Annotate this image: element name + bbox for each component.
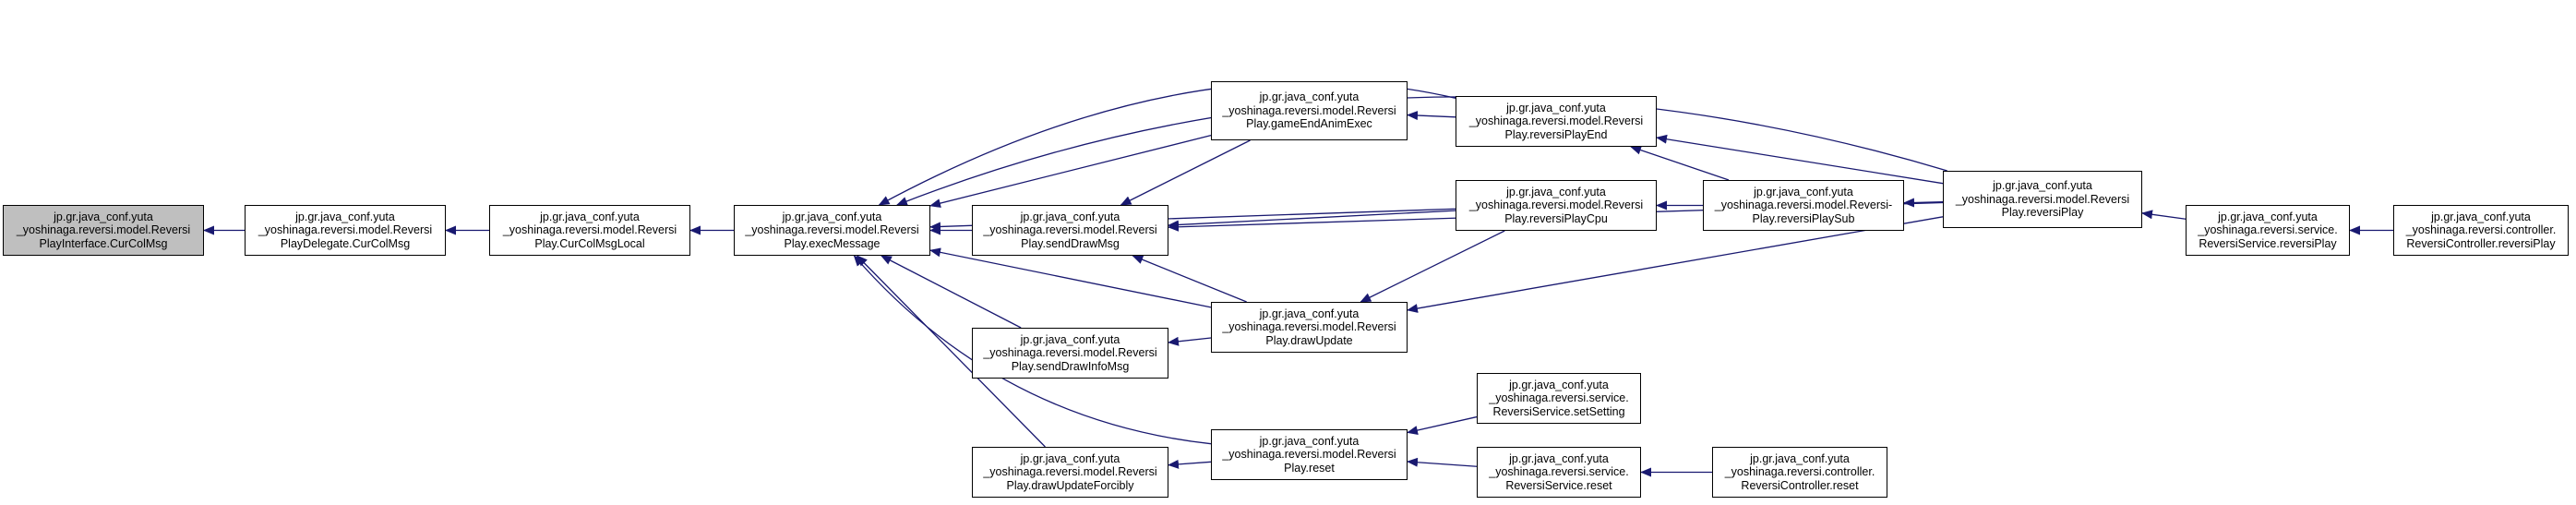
node-label: jp.gr.java_conf.yuta _yoshinaga.reversi.… <box>983 210 1157 250</box>
node-label: jp.gr.java_conf.yuta _yoshinaga.reversi.… <box>502 210 677 250</box>
node-reversi-play-cur-col-msg-local[interactable]: jp.gr.java_conf.yuta _yoshinaga.reversi.… <box>489 205 690 256</box>
call-edge-reset-to-forcibly <box>1168 459 1212 469</box>
call-edge-svcreset-to-reset <box>1407 457 1478 467</box>
node-label: jp.gr.java_conf.yuta _yoshinaga.reversi.… <box>2198 210 2338 250</box>
node-label: jp.gr.java_conf.yuta _yoshinaga.reversi.… <box>983 451 1157 492</box>
node-reversi-play-reset[interactable]: jp.gr.java_conf.yuta _yoshinaga.reversi.… <box>1211 429 1408 480</box>
node-label: jp.gr.java_conf.yuta _yoshinaga.reversi.… <box>745 210 919 250</box>
node-reversi-service-reversi-play[interactable]: jp.gr.java_conf.yuta _yoshinaga.reversi.… <box>2186 205 2350 256</box>
call-edge-svcplay-to-play <box>2141 210 2187 220</box>
node-reversi-play-send-draw-msg[interactable]: jp.gr.java_conf.yuta _yoshinaga.reversi.… <box>972 205 1168 256</box>
node-label: jp.gr.java_conf.yuta _yoshinaga.reversi.… <box>1489 451 1629 492</box>
node-label: jp.gr.java_conf.yuta _yoshinaga.reversi.… <box>1714 185 1893 225</box>
call-edge-playend-to-gameend <box>1407 111 1456 121</box>
node-reversi-play-reversi-play-cpu[interactable]: jp.gr.java_conf.yuta _yoshinaga.reversi.… <box>1456 180 1657 231</box>
call-edge-playcpu-to-drawupdate <box>1360 230 1505 303</box>
node-label: jp.gr.java_conf.yuta _yoshinaga.reversi.… <box>1222 90 1396 131</box>
node-label: jp.gr.java_conf.yuta _yoshinaga.reversi.… <box>1222 434 1396 475</box>
node-reversi-play-draw-update-forcibly[interactable]: jp.gr.java_conf.yuta _yoshinaga.reversi.… <box>972 447 1168 498</box>
node-reversi-controller-reset[interactable]: jp.gr.java_conf.yuta _yoshinaga.reversi.… <box>1712 447 1887 498</box>
call-edge-gameend-to-exec <box>929 135 1212 209</box>
call-edge-play-to-playend <box>1656 134 1944 185</box>
node-reversi-play-game-end-anim-exec[interactable]: jp.gr.java_conf.yuta _yoshinaga.reversi.… <box>1211 81 1408 140</box>
node-label: jp.gr.java_conf.yuta _yoshinaga.reversi.… <box>1724 451 1875 492</box>
call-edge-drawupdate-to-exec <box>929 247 1212 308</box>
node-reversi-play-exec-message[interactable]: jp.gr.java_conf.yuta _yoshinaga.reversi.… <box>734 205 930 256</box>
call-edge-sendinfo-to-exec <box>880 255 1022 329</box>
node-label: jp.gr.java_conf.yuta _yoshinaga.reversi.… <box>258 210 433 250</box>
node-label: jp.gr.java_conf.yuta _yoshinaga.reversi.… <box>1489 378 1629 418</box>
call-edge-play-to-exec <box>895 96 1947 206</box>
node-label: jp.gr.java_conf.yuta _yoshinaga.reversi.… <box>1468 101 1644 141</box>
node-label: jp.gr.java_conf.yuta _yoshinaga.reversi.… <box>1955 179 2130 220</box>
call-edge-reset-to-exec <box>853 255 1212 445</box>
call-edge-gameend-to-senddraw <box>1120 139 1251 206</box>
node-reversi-play-delegate-cur-col-msg[interactable]: jp.gr.java_conf.yuta _yoshinaga.reversi.… <box>245 205 446 256</box>
node-reversi-play-send-draw-info-msg[interactable]: jp.gr.java_conf.yuta _yoshinaga.reversi.… <box>972 328 1168 379</box>
call-edge-drawupdate-to-sendinfo <box>1168 336 1212 346</box>
node-reversi-service-reset[interactable]: jp.gr.java_conf.yuta _yoshinaga.reversi.… <box>1477 447 1641 498</box>
node-label: jp.gr.java_conf.yuta _yoshinaga.reversi.… <box>1468 185 1644 225</box>
call-edge-play-to-playsub <box>1903 198 1944 208</box>
node-reversi-service-set-setting[interactable]: jp.gr.java_conf.yuta _yoshinaga.reversi.… <box>1477 373 1641 424</box>
node-reversi-play-reversi-play[interactable]: jp.gr.java_conf.yuta _yoshinaga.reversi.… <box>1943 171 2142 228</box>
node-label: jp.gr.java_conf.yuta _yoshinaga.reversi.… <box>2405 210 2557 250</box>
call-edge-setsetting-to-reset <box>1407 415 1478 435</box>
call-edge-playcpu-to-senddraw <box>1168 210 1456 230</box>
call-edge-forcibly-to-exec <box>856 255 1046 448</box>
node-reversi-play-reversi-play-sub[interactable]: jp.gr.java_conf.yuta _yoshinaga.reversi.… <box>1703 180 1904 231</box>
node-reversi-play-reversi-play-end[interactable]: jp.gr.java_conf.yuta _yoshinaga.reversi.… <box>1456 96 1657 147</box>
node-label: jp.gr.java_conf.yuta _yoshinaga.reversi.… <box>1222 307 1396 347</box>
node-label: jp.gr.java_conf.yuta _yoshinaga.reversi.… <box>16 210 191 250</box>
call-edge-drawupdate-to-senddraw <box>1132 255 1247 303</box>
node-reversi-controller-reversi-play[interactable]: jp.gr.java_conf.yuta _yoshinaga.reversi.… <box>2393 205 2569 256</box>
call-edge-playsub-to-playend <box>1630 145 1730 181</box>
call-edge-play-to-drawupdate <box>1407 216 1944 313</box>
node-reversi-play-interface-cur-col-msg: jp.gr.java_conf.yuta _yoshinaga.reversi.… <box>3 205 204 256</box>
node-reversi-play-draw-update[interactable]: jp.gr.java_conf.yuta _yoshinaga.reversi.… <box>1211 302 1408 353</box>
node-label: jp.gr.java_conf.yuta _yoshinaga.reversi.… <box>983 332 1157 373</box>
